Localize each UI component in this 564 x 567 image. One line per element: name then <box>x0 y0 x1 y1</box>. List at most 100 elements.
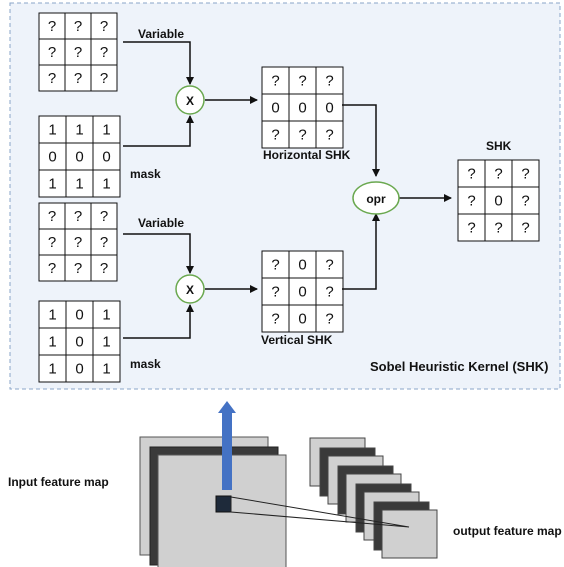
bottom-mask-cell-value: 1 <box>102 334 110 351</box>
top-variable-cell-value: ? <box>74 70 82 87</box>
bottom-variable-cell-value: ? <box>48 260 56 277</box>
top-mask-cell-value: 1 <box>75 176 83 193</box>
top-mask-cell-value: 1 <box>48 122 56 139</box>
bottom-mask-label: mask <box>130 357 161 371</box>
bottom-multiply-symbol: X <box>186 283 194 297</box>
top-mask-matrix: 1 1 1 0 0 0 1 1 1 <box>38 115 121 198</box>
horizontal-shk-cell-value: 0 <box>298 100 306 117</box>
bottom-mask-cell-value: 1 <box>102 307 110 324</box>
top-variable-cell-value: ? <box>48 70 56 87</box>
bottom-mask-cell <box>38 300 67 329</box>
shk-output-cell-value: ? <box>467 166 475 183</box>
top-variable-cell <box>90 38 118 66</box>
shk-output-cell-value: ? <box>467 220 475 237</box>
shk-output-cell <box>484 186 513 215</box>
output-map-stack <box>309 437 438 559</box>
horizontal-shk-cell <box>261 93 290 122</box>
top-mask-cell-value: 0 <box>75 149 83 166</box>
top-mask-to-multiply-arrow <box>123 115 194 147</box>
horizontal-shk-cell-value: ? <box>271 73 279 90</box>
output-feature-map-label: output feature map <box>453 524 562 538</box>
bottom-variable-cell-value: ? <box>74 208 82 225</box>
vertical-shk-cell <box>315 250 344 279</box>
top-variable-cell <box>90 64 118 92</box>
horizontal-shk-cell-value: 0 <box>325 100 333 117</box>
top-variable-cell-value: ? <box>100 18 108 35</box>
top-mask-cell <box>38 115 67 144</box>
top-variable-cell <box>38 12 66 40</box>
shk-output-cell <box>511 159 540 188</box>
bottom-variable-cell <box>64 254 92 282</box>
connectors <box>123 41 452 339</box>
bottom-variable-cell <box>90 228 118 256</box>
bottom-mask-cell-value: 1 <box>48 334 56 351</box>
shk-output-cell-value: ? <box>521 193 529 210</box>
input-feature-map-label: Input feature map <box>8 475 109 489</box>
horizontal-shk-cell-value: ? <box>298 73 306 90</box>
vertical-shk-cell-value: ? <box>325 257 333 274</box>
shk-output-cell <box>484 213 513 242</box>
vertical-shk-cell-value: ? <box>271 311 279 328</box>
horizontal-shk-cell <box>261 120 290 149</box>
shk-output-label: SHK <box>486 139 512 153</box>
vertical-shk-cell <box>288 250 317 279</box>
top-variable-label: Variable <box>138 27 184 41</box>
top-mask-cell-value: 1 <box>75 122 83 139</box>
vertical-shk-cell-value: 0 <box>298 311 306 328</box>
opr-node: opr <box>352 181 400 215</box>
bottom-mask-cell <box>65 354 94 383</box>
top-mask-cell-value: 1 <box>102 176 110 193</box>
vertical-shk-matrix: ?0??0??0? <box>261 250 344 333</box>
vertical-shk-cell <box>315 304 344 333</box>
upward-arrow-shaft <box>222 412 232 490</box>
bottom-mask-to-multiply-arrow <box>123 304 194 339</box>
vertical-shk-cell-value: ? <box>325 311 333 328</box>
shk-output-cell <box>457 213 486 242</box>
shk-output-cell-value: 0 <box>494 193 502 210</box>
horizontal-to-opr-arrow <box>342 104 380 177</box>
bottom-variable-cell-value: ? <box>100 260 108 277</box>
bottom-mask-cell-value: 1 <box>102 361 110 378</box>
top-mask-cell <box>65 115 94 144</box>
bottom-mask-cell-value: 1 <box>48 307 56 324</box>
top-mask-cell-value: 1 <box>102 122 110 139</box>
bottom-variable-cell-value: ? <box>48 234 56 251</box>
shk-output-cell <box>457 186 486 215</box>
shk-output-cell-value: ? <box>521 220 529 237</box>
bottom-mask-cell <box>65 327 94 356</box>
bottom-variable-cell-value: ? <box>100 208 108 225</box>
vertical-shk-cell-value: 0 <box>298 257 306 274</box>
bottom-variable-cell <box>38 202 66 230</box>
projection-lines <box>230 496 410 528</box>
top-mask-cell-value: 1 <box>48 176 56 193</box>
vertical-shk-cell <box>315 277 344 306</box>
bottom-variable-label: Variable <box>138 216 184 230</box>
top-mask-cell-value: 0 <box>48 149 56 166</box>
top-variable-cell <box>90 12 118 40</box>
top-variable-cell-value: ? <box>74 44 82 61</box>
shk-panel-title: Sobel Heuristic Kernel (SHK) <box>370 359 548 374</box>
shk-output-cell-value: ? <box>494 220 502 237</box>
top-variable-cell-value: ? <box>74 18 82 35</box>
horizontal-shk-cell <box>261 66 290 95</box>
top-variable-cell-value: ? <box>100 44 108 61</box>
bottom-mask-cell-value: 0 <box>75 361 83 378</box>
top-multiply-node: X <box>175 85 205 115</box>
bottom-variable-cell-value: ? <box>48 208 56 225</box>
horizontal-shk-cell-value: 0 <box>271 100 279 117</box>
shk-output-cell-value: ? <box>467 193 475 210</box>
horizontal-shk-cell <box>315 93 344 122</box>
top-variable-cell-value: ? <box>48 18 56 35</box>
bottom-mask-cell-value: 0 <box>75 334 83 351</box>
bottom-mask-cell <box>92 354 121 383</box>
bottom-variable-cell-value: ? <box>74 260 82 277</box>
top-mask-cell <box>92 142 121 171</box>
bottom-variable-to-multiply-arrow <box>123 233 194 274</box>
feature-map-illustration <box>139 401 438 567</box>
shk-output-matrix: ????0???? <box>457 159 540 242</box>
shk-output-cell <box>511 186 540 215</box>
top-mask-cell-value: 0 <box>102 149 110 166</box>
bottom-mask-cell <box>38 354 67 383</box>
